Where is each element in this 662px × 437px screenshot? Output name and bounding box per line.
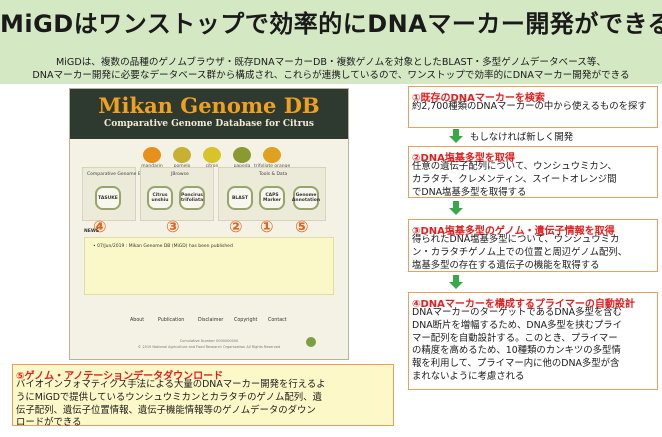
step-3-box: ③DNA塩基多型のゲノム・遺伝子情報を取得 得られたDNA塩基多型について、ウン… bbox=[408, 219, 658, 272]
step-text-line: 伝子配列、遺伝子位置情報、遺伝子機能情報等のゲノムデータのダウン bbox=[16, 404, 316, 416]
tool-tasuke-button[interactable]: TASUKE bbox=[95, 186, 121, 210]
tool-citrus-unshiu-button[interactable]: Citrus unshiu bbox=[147, 186, 173, 210]
step-text-line: マー配列を自動設計する。このとき、プライマー bbox=[412, 332, 618, 344]
section-label-comparative: Comparative Genome Browser bbox=[87, 172, 157, 177]
step-3-text: 得られたDNA塩基多型について、ウンシュウミカ ン・カラタチゲノム上での位置と周… bbox=[412, 234, 656, 272]
papeda-image bbox=[233, 147, 251, 163]
step-text-line: でDNA塩基多型を取得する bbox=[412, 186, 527, 198]
step-5-box: ⑤ゲノム・アノテーションデータダウンロード バイオインフォマティクス手法による大… bbox=[12, 364, 394, 428]
footer-links: About Publication Disclaimer Copyright C… bbox=[130, 318, 290, 326]
step-5-text: バイオインフォマティクス手法による大量のDNAマーカー開発を行えるよ うにMiG… bbox=[16, 379, 392, 430]
footer-link-contact[interactable]: Contact bbox=[268, 318, 287, 323]
step-2-title: ②DNA塩基多型を取得 bbox=[412, 153, 515, 164]
tool-poncirus-trifoliata-button[interactable]: Poncirus trifoliata bbox=[179, 186, 205, 210]
mandarin-image bbox=[143, 147, 161, 163]
header-banner: MiGDはワンストップで効率的にDNAマーカー開発ができる MiGDは、複数の品… bbox=[0, 0, 662, 84]
step-text-line: ロードができる bbox=[16, 417, 82, 429]
marker-number-1: ① bbox=[260, 217, 274, 236]
fruit-label: trifoliate orange bbox=[254, 164, 290, 169]
site-header: Mikan Genome DB Comparative Genome Datab… bbox=[70, 89, 348, 139]
fruit-mandarin: mandarin bbox=[140, 145, 164, 181]
footer-link-about[interactable]: About bbox=[130, 318, 145, 323]
page-title: MiGDはワンストップで効率的にDNAマーカー開発ができる bbox=[0, 10, 662, 38]
marker-number-4: ④ bbox=[93, 217, 107, 236]
news-box: • 07/Jun/2019 : Mikan Genome DB (MiGD) h… bbox=[84, 237, 334, 295]
step-text-line: 約2,700種類のDNAマーカーの中から使えるものを探す bbox=[412, 101, 647, 112]
panel-comparative-genome-browser: Comparative Genome Browser TASUKE bbox=[82, 167, 156, 221]
panel-jbrowse: JBrowse Citrus unshiu Poncirus trifoliat… bbox=[140, 167, 214, 221]
step-1-title: ①既存のDNAマーカーを検索 bbox=[412, 93, 545, 104]
step-2-box: ②DNA塩基多型を取得 任意の遺伝子配列について、ウンシュウミカン、 カラタチ、… bbox=[408, 146, 658, 198]
step-text-line: バイオインフォマティクス手法による大量のDNAマーカー開発を行えるよ bbox=[16, 379, 326, 390]
site-subtitle: Comparative Genome Database for Citrus bbox=[104, 119, 314, 129]
step-text-line: カラタチ、クレメンティン、スイートオレンジ間 bbox=[412, 173, 617, 185]
step-text-line: DNA断片を増幅するため、DNA多型を挟むプライ bbox=[412, 319, 623, 331]
step-4-box: ④DNAマーカーを構成するプライマーの自動設計 DNAマーカーのターゲットである… bbox=[408, 292, 658, 390]
tool-caps-marker-button[interactable]: CAPS Marker bbox=[259, 186, 285, 210]
section-label-jbrowse: JBrowse bbox=[171, 172, 189, 177]
arrow-note: もしなければ新しく開発 bbox=[470, 132, 574, 143]
banner-description-line-2: DNAマーカー開発に必要なデータベース群から構成され、これらが連携しているので、… bbox=[32, 70, 630, 81]
step-4-text: DNAマーカーのターゲットであるDNA多型を含む DNA断片を増幅するため、DN… bbox=[412, 307, 656, 384]
tool-genome-annotation-button[interactable]: Genome Annotation bbox=[292, 186, 320, 210]
marker-number-2: ② bbox=[229, 217, 243, 236]
step-4-title: ④DNAマーカーを構成するプライマーの自動設計 bbox=[412, 299, 635, 310]
step-text-line: ン・カラタチゲノム上での位置と周辺ゲノム配列、 bbox=[412, 246, 628, 258]
step-text-line: 報を利用して、プライマー内に他のDNA多型が含 bbox=[412, 358, 620, 370]
naro-logo-icon bbox=[306, 337, 316, 347]
footer-link-disclaimer[interactable]: Disclaimer bbox=[198, 318, 224, 323]
site-title: Mikan Genome DB bbox=[98, 93, 320, 118]
step-text-line: 得られたDNA塩基多型について、ウンシュウミカ bbox=[412, 234, 620, 245]
step-2-text: 任意の遺伝子配列について、ウンシュウミカン、 カラタチ、クレメンティン、スイート… bbox=[412, 161, 656, 199]
step-1-text: 約2,700種類のDNAマーカーの中から使えるものを探す bbox=[412, 101, 656, 114]
fruit-label: mandarin bbox=[134, 164, 170, 169]
pomelo-image bbox=[173, 147, 191, 163]
footer-link-copyright[interactable]: Copyright bbox=[234, 318, 258, 323]
citron-image bbox=[203, 147, 221, 163]
fruit-row: mandarin pomelo citron papeda trifoliate… bbox=[140, 145, 300, 181]
step-5-title: ⑤ゲノム・アノテーションデータダウンロード bbox=[16, 371, 224, 382]
marker-number-5: ⑤ bbox=[295, 217, 309, 236]
news-heading: NEWS bbox=[84, 229, 100, 234]
website-screenshot: Mikan Genome DB Comparative Genome Datab… bbox=[69, 88, 349, 360]
fruit-label: citron bbox=[194, 164, 230, 169]
fruit-label: pomelo bbox=[164, 164, 200, 169]
news-item: • 07/Jun/2019 : Mikan Genome DB (MiGD) h… bbox=[93, 244, 233, 249]
footer-counter: Cumulative Number 0000000000 bbox=[179, 339, 239, 343]
fruit-label: papeda bbox=[224, 164, 260, 169]
section-label-tools: Tools & Data bbox=[259, 172, 288, 177]
panel-tools-data: Tools & Data BLAST CAPS Marker Genome An… bbox=[218, 167, 326, 221]
trifoliate-orange-image bbox=[263, 147, 281, 163]
step-text-line: 塩基多型の存在する遺伝子の機能を取得する bbox=[412, 259, 600, 271]
down-arrow-icon bbox=[449, 129, 463, 143]
step-text-line: DNAマーカーのターゲットであるDNA多型を含む bbox=[412, 307, 622, 318]
banner-description-line-1: MiGDは、複数の品種のゲノムブラウザ・既存DNAマーカーDB・複数ゲノムを対象… bbox=[55, 57, 607, 68]
down-arrow-icon bbox=[449, 201, 463, 215]
fruit-papeda: papeda bbox=[230, 145, 254, 181]
fruit-citron: citron bbox=[200, 145, 224, 181]
down-arrow-icon bbox=[449, 275, 463, 289]
step-1-box: ①既存のDNAマーカーを検索 約2,700種類のDNAマーカーの中から使えるもの… bbox=[408, 86, 658, 128]
step-text-line: の精度を高めるため、10種類のカンキツの多型情 bbox=[412, 345, 621, 357]
marker-number-3: ③ bbox=[166, 217, 180, 236]
step-3-title: ③DNA塩基多型のゲノム・遺伝子情報を取得 bbox=[412, 226, 615, 237]
footer-copyright: © 2019 National Agriculture and Food Res… bbox=[137, 345, 281, 349]
tool-blast-button[interactable]: BLAST bbox=[227, 186, 253, 210]
step-text-line: 任意の遺伝子配列について、ウンシュウミカン、 bbox=[412, 161, 617, 172]
step-text-line: うにMiGDで提供しているウンシュウミカンとカラタチのゲノム配列、遺 bbox=[16, 391, 322, 403]
footer-link-publication[interactable]: Publication bbox=[158, 318, 185, 323]
fruit-pomelo: pomelo bbox=[170, 145, 194, 181]
fruit-trifoliate-orange: trifoliate orange bbox=[254, 145, 290, 181]
step-text-line: まれないように考慮される bbox=[412, 370, 525, 382]
